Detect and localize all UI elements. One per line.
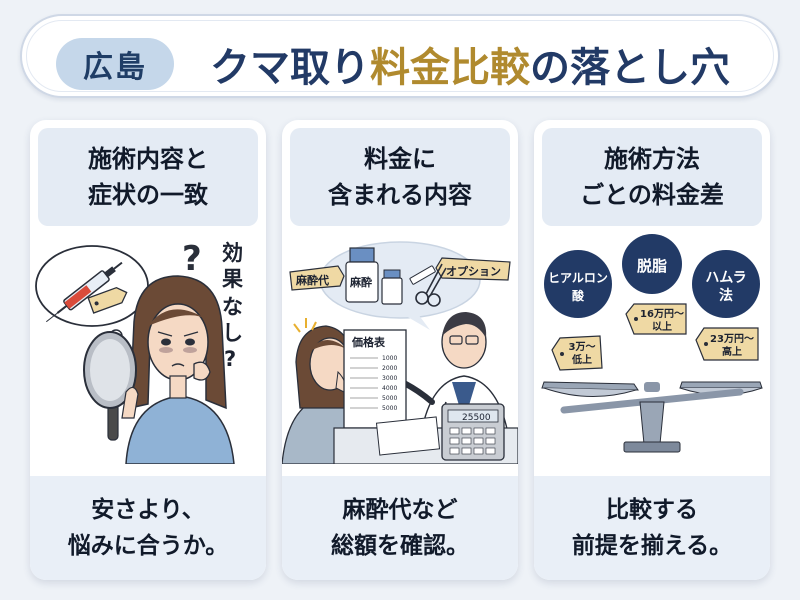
method-3-line-2: 法 xyxy=(719,287,733,304)
card-footer: 安さより、 悩みに合うか。 xyxy=(30,476,266,580)
card-footer-line-2: 総額を確認。 xyxy=(331,533,469,559)
card-heading-line-1: 料金に xyxy=(364,145,436,173)
card-heading: 料金に 含まれる内容 xyxy=(290,128,510,226)
doctor-consultation-illustration: 麻酔代 オプション 麻酔 xyxy=(282,241,518,464)
side-text-char-5: ? xyxy=(224,347,236,371)
side-text-char-1: 効 xyxy=(222,241,243,265)
price-2-line-1: 16万円〜 xyxy=(640,308,684,320)
title-part-3: の落とし穴 xyxy=(530,44,730,91)
price-row: 1000 xyxy=(382,355,397,362)
card-heading: 施術内容と 症状の一致 xyxy=(38,128,258,226)
method-3-line-1: ハムラ xyxy=(705,270,746,286)
scissors-icon xyxy=(415,263,447,307)
side-text-char-2: 果 xyxy=(222,267,243,291)
calculator-display: 25500 xyxy=(462,413,491,423)
card-footer-line-1: 比較する xyxy=(606,497,698,523)
price-row: 5000 xyxy=(382,395,397,402)
no-effect-vertical-text: 効 果 な し ? xyxy=(222,241,243,371)
price-list-sheet: 価格表 1000 2000 3000 4000 5000 5000 xyxy=(343,329,407,429)
card-heading-line-1: 施術方法 xyxy=(604,145,700,173)
anesthesia-fee-tag-label: 麻酔代 xyxy=(295,273,329,287)
card-footer: 麻酔代など 総額を確認。 xyxy=(282,476,518,580)
page-title: クマ取り料金比較の落とし穴 xyxy=(210,36,730,92)
price-tag-mid: 16万円〜 以上 xyxy=(625,303,687,335)
syringe-icon xyxy=(409,265,436,285)
card-heading-line-1: 施術内容と xyxy=(88,145,208,173)
vial-icon xyxy=(381,269,403,305)
region-badge: 広島 xyxy=(56,38,174,90)
document-paper xyxy=(375,416,441,456)
anesthesia-fee-tag: 麻酔代 xyxy=(289,265,345,291)
medicine-bottle-icon: 麻酔 xyxy=(345,247,379,303)
price-row: 2000 xyxy=(382,365,397,372)
side-text-char-4: し xyxy=(222,321,243,345)
price-scale-illustration: ヒアルロン 酸 脱脂 ハムラ 法 3万〜 低上 16万円〜 以上 23 xyxy=(541,234,763,453)
method-2-label: 脱脂 xyxy=(637,257,667,275)
price-row: 4000 xyxy=(382,385,397,392)
method-hamra-badge: ハムラ 法 xyxy=(692,250,760,318)
woman-figure xyxy=(125,275,235,464)
hand-mirror-icon xyxy=(83,331,139,441)
price-tag-high: 23万円〜 高上 xyxy=(695,327,759,361)
method-1-line-1: ヒアルロン xyxy=(548,271,608,285)
price-3-line-1: 23万円〜 xyxy=(710,333,754,345)
bottle-label: 麻酔 xyxy=(349,275,372,289)
method-fat-removal-badge: 脱脂 xyxy=(622,234,682,294)
price-3-line-2: 高上 xyxy=(722,345,742,358)
card-footer-line-1: 安さより、 xyxy=(91,497,205,523)
price-row: 3000 xyxy=(382,375,397,382)
card-footer-line-2: 前提を揃える。 xyxy=(571,533,733,559)
worried-woman-illustration: ? 効 果 な し ? xyxy=(35,239,243,464)
card-heading-line-2: ごとの料金差 xyxy=(580,181,724,209)
price-2-line-2: 以上 xyxy=(652,320,672,333)
card-heading-line-2: 症状の一致 xyxy=(88,181,208,209)
card-method-price-difference: 施術方法 ごとの料金差 ヒアルロン 酸 脱脂 ハムラ 法 3万〜 低上 16 xyxy=(534,120,770,580)
card-footer: 比較する 前提を揃える。 xyxy=(534,476,770,580)
price-1-line-1: 3万〜 xyxy=(569,341,596,353)
option-tag: オプション xyxy=(435,257,511,281)
title-part-2: 料金比較 xyxy=(370,44,530,91)
header-banner-border xyxy=(26,20,774,92)
card-heading: 施術方法 ごとの料金差 xyxy=(542,128,762,226)
balance-scale-icon xyxy=(541,381,763,453)
card-price-contents: 料金に 含まれる内容 麻酔代 オプション 麻酔 xyxy=(282,120,518,580)
price-sheet-title: 価格表 xyxy=(351,335,386,349)
card-treatment-match: 施術内容と 症状の一致 ? 効 果 な し xyxy=(30,120,266,580)
surprise-mark-icon xyxy=(293,318,317,333)
method-1-line-2: 酸 xyxy=(572,288,585,303)
option-tag-label: オプション xyxy=(446,264,501,278)
price-1-line-2: 低上 xyxy=(571,353,592,366)
syringe-icon xyxy=(45,261,123,323)
card-heading-line-2: 含まれる内容 xyxy=(328,181,472,209)
title-part-1: クマ取り xyxy=(210,44,370,91)
price-row: 5000 xyxy=(382,405,397,412)
question-mark: ? xyxy=(182,239,202,279)
method-hyaluronic-acid-badge: ヒアルロン 酸 xyxy=(544,250,612,318)
price-tag-low: 3万〜 低上 xyxy=(551,335,603,371)
price-sheet-rows: 1000 2000 3000 4000 5000 5000 xyxy=(350,355,397,412)
card-footer-line-1: 麻酔代など xyxy=(342,497,458,523)
price-tag-icon xyxy=(87,286,128,314)
side-text-char-3: な xyxy=(222,295,243,319)
card-footer-line-2: 悩みに合うか。 xyxy=(67,533,229,559)
header-banner: 広島 クマ取り料金比較の落とし穴 xyxy=(20,14,780,98)
calculator-icon: 25500 xyxy=(441,403,505,461)
